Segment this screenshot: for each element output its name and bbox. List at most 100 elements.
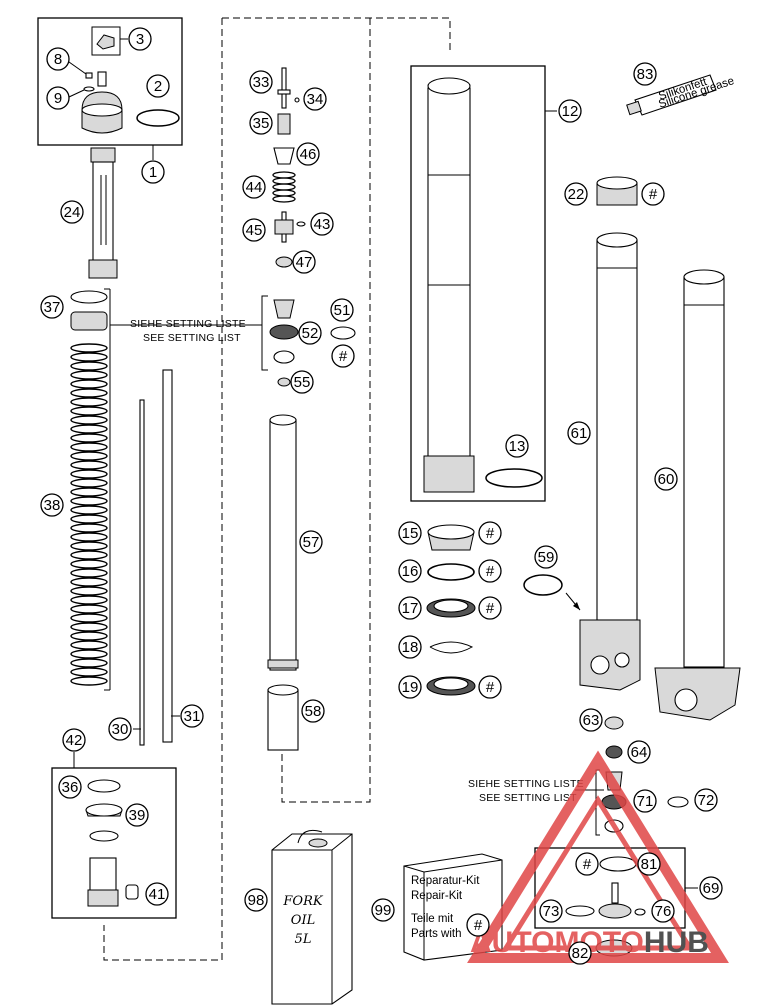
callout-hash: # [478,675,502,699]
callout-circle [242,218,266,242]
callout-44: 44 [242,175,266,199]
spring-coil [272,189,296,197]
kit-label-4: Parts with [411,928,462,940]
callout-circle [46,47,70,71]
callout-number: 98 [248,892,265,909]
callout-number: 71 [637,793,654,810]
callout-58: 58 [301,699,325,723]
callout-circle [505,434,529,458]
spring-coil [70,541,108,551]
callout-number: 39 [129,807,146,824]
setting-note-en-1: SEE SETTING LIST [143,332,241,344]
callout-circle [249,111,273,135]
callout-71: 71 [633,789,657,813]
group-box-12 [410,65,557,502]
callout-18: 18 [398,635,422,659]
callout-number: 38 [44,497,61,514]
callout-12: 12 [558,99,582,123]
callout-number: # [339,348,348,365]
callout-36: 36 [58,775,82,799]
part-24-cylinder [88,147,118,279]
callout-number: 16 [402,563,419,580]
callout-76: 76 [651,899,675,923]
callout-number: 9 [54,90,62,107]
callout-number: 43 [314,216,331,233]
callout-number: 33 [253,74,270,91]
callout-circle [180,704,204,728]
callout-30: 30 [108,717,132,741]
callout-number: 73 [543,903,560,920]
callout-circle [292,250,316,274]
spring-coil [70,550,108,560]
callout-hash: # [575,852,599,876]
callout-circle [567,421,591,445]
callout-circle [298,321,322,345]
spring-38 [70,288,262,691]
callout-number: # [486,525,495,542]
callout-circle [398,635,422,659]
inner-tube-60 [654,269,741,721]
spring-coil [70,649,108,659]
callout-hash: # [641,182,665,206]
callout-number: 30 [112,721,129,738]
callout-circle [146,74,170,98]
callout-number: 22 [568,186,585,203]
callout-number: 37 [44,299,61,316]
callout-circle [128,27,152,51]
callout-24: 24 [60,200,84,224]
callout-38: 38 [40,493,64,517]
kit-label-2: Repair-Kit [411,890,463,902]
oil-can-label-3: 5L [295,932,312,947]
spring-coil [70,433,108,443]
callout-hash: # [478,596,502,620]
callout-number: 44 [246,179,263,196]
callout-circle [299,530,323,554]
callout-number: # [486,679,495,696]
callout-circle [371,898,395,922]
callout-circle [62,728,86,752]
spring-coil [70,622,108,632]
callout-35: 35 [249,111,273,135]
callout-57: 57 [299,530,323,554]
callout-number: 8 [54,51,62,68]
callout-circle [558,99,582,123]
callout-82: 82 [568,941,592,965]
callout-number: 52 [302,325,319,342]
spring-coil [70,460,108,470]
callout-16: 16 [398,559,422,583]
callout-19: 19 [398,675,422,699]
callout-22: 22 [564,182,588,206]
spring-coil [70,568,108,578]
callout-number: 17 [402,600,419,617]
callout-number: 82 [572,945,589,962]
callout-99: 99 [371,898,395,922]
spring-coil [70,388,108,398]
callout-circle [699,876,723,900]
spring-coil [70,676,108,686]
callout-circle [58,775,82,799]
callout-circle [579,708,603,732]
callout-circle [145,882,169,906]
spring-coil [70,352,108,362]
spring-coil [70,406,108,416]
callout-45: 45 [242,218,266,242]
callout-number: 76 [655,903,672,920]
setting-note-en-2: SEE SETTING LIST [479,792,577,804]
callout-46: 46 [296,142,320,166]
callout-number: 60 [658,471,675,488]
callout-41: 41 [145,882,169,906]
callout-circle [398,596,422,620]
callout-number: 18 [402,639,419,656]
callout-circle [633,789,657,813]
callout-42: 42 [62,728,86,752]
spring-coil [70,424,108,434]
callout-number: 24 [64,204,81,221]
spring-coil [70,379,108,389]
setting-note-de-1: SIEHE SETTING LISTE [130,318,246,330]
callout-number: 64 [631,744,648,761]
spring-coil [70,667,108,677]
callout-circle [539,899,563,923]
callout-63: 63 [579,708,603,732]
callout-circle [242,175,266,199]
